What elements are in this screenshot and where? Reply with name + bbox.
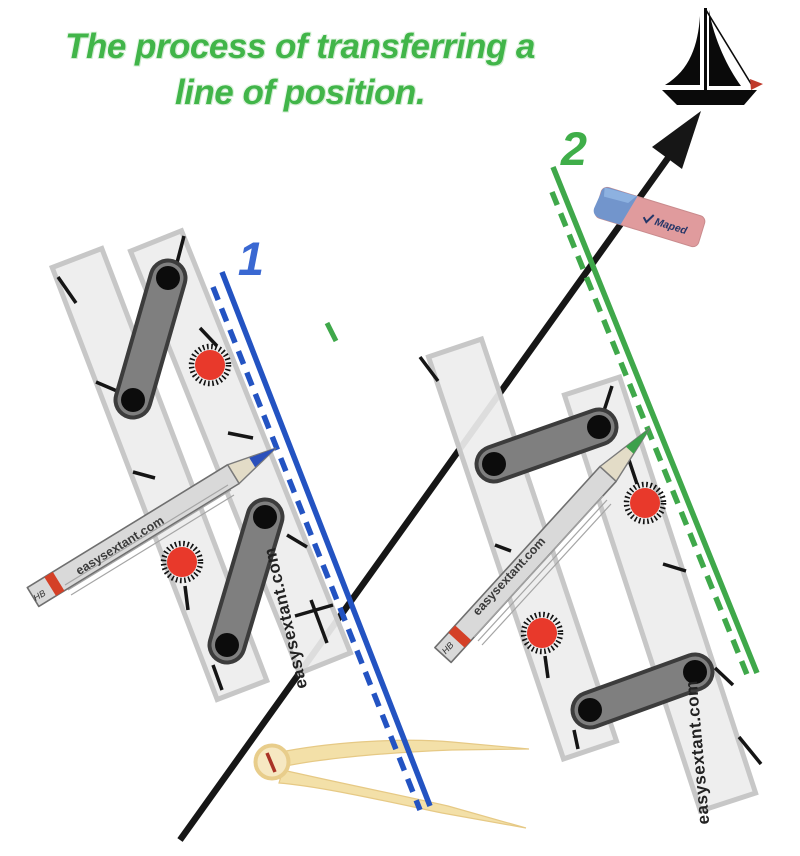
ruler-bar: [425, 335, 620, 763]
ruler-knob: [520, 481, 667, 655]
pivot: [215, 633, 239, 657]
pivot: [121, 388, 145, 412]
divider-leg: [285, 739, 530, 767]
lop2-dashed-line: [549, 190, 751, 679]
pencil-red-band: [44, 571, 65, 596]
lop1-label: 1: [238, 232, 264, 285]
divider-compass-icon: [253, 739, 530, 829]
pencil-tip-green: [625, 428, 650, 454]
backstay: [705, 9, 754, 88]
ruler-knob: [160, 343, 232, 584]
main-sail: [665, 16, 700, 85]
pencil-red-band: [448, 625, 472, 648]
title-line-2: line of position.: [174, 73, 426, 113]
lop1-solid-line: [219, 271, 433, 807]
transfer-pencil-mark: [324, 321, 339, 343]
pencil-tip-blue: [249, 448, 276, 468]
ruler-linkage: [474, 407, 715, 730]
pivot: [482, 452, 506, 476]
course-arrow-icon: [652, 111, 701, 169]
divider-hinge-mark: [265, 752, 277, 773]
pivot: [587, 415, 611, 439]
lop1-dashed-line: [210, 285, 423, 812]
pivot: [156, 266, 180, 290]
course-line: [177, 111, 701, 842]
parallel-ruler-left: easysextant.com: [48, 227, 354, 703]
course-line-shaft: [177, 156, 671, 842]
pivot: [683, 660, 707, 684]
lop2-solid-line: [550, 165, 760, 675]
lop-2-lines: [549, 165, 760, 679]
pencil-facet-lines: [64, 484, 235, 596]
pencil-facet-lines: [473, 495, 612, 646]
title-line-1: The process of transferring a: [65, 27, 535, 66]
diagram-title: The process of transferring a line of po…: [0, 24, 600, 116]
stern-flag: [750, 79, 763, 90]
ruler-tick-marks: [56, 235, 334, 691]
eraser-bevel-highlight: [603, 187, 637, 203]
jib-sail: [709, 10, 741, 86]
lop2-label: 2: [560, 122, 587, 175]
pivot: [253, 505, 277, 529]
hull: [662, 90, 757, 105]
ruler-linkage: [113, 258, 285, 665]
pivot: [578, 698, 602, 722]
eraser-icon: Maped: [593, 186, 706, 248]
sailboat-icon: [662, 8, 763, 105]
lop-1-lines: [210, 271, 433, 812]
eraser-logo-mark: [642, 214, 655, 224]
divider-leg: [278, 769, 527, 829]
